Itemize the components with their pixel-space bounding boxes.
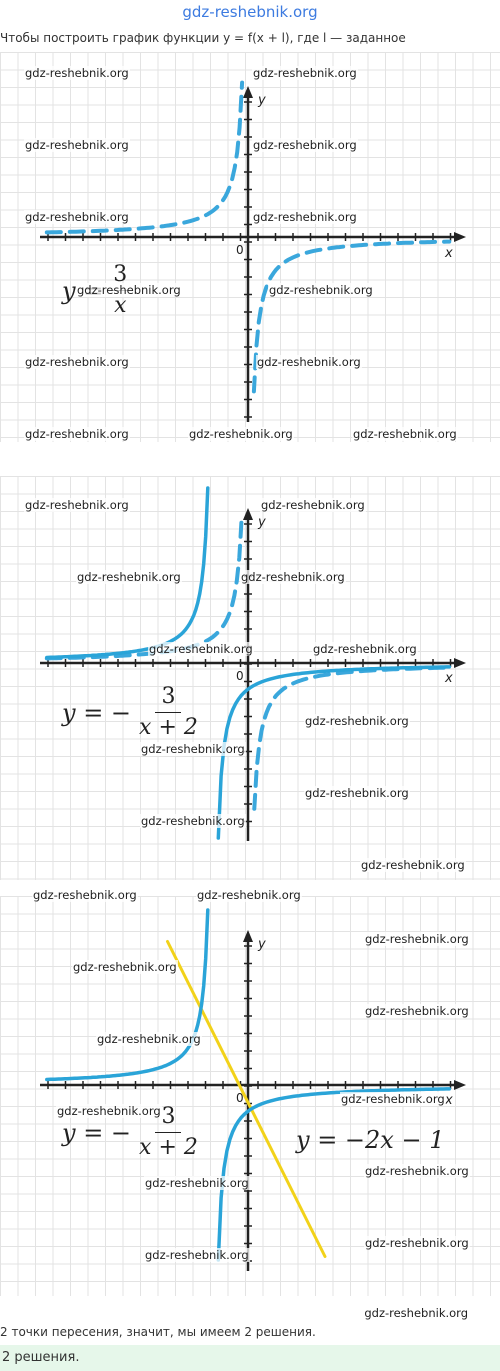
x-axis-arrow [454,658,466,668]
watermark: gdz-reshebnik.org [364,1164,470,1178]
curve-shifted-left-branch [45,486,210,660]
curve-shifted-left-branch [45,908,210,1082]
watermark: gdz-reshebnik.org [24,498,130,512]
watermark: gdz-reshebnik.org [24,355,130,369]
watermark: gdz-reshebnik.org [252,66,358,80]
y-axis-label: y [257,93,266,108]
curve-shifted-right-branch [216,1087,452,1262]
watermark: gdz-reshebnik.org [360,858,466,872]
answer-explanation: 2 точки пересения, значит, мы имеем 2 ре… [0,1325,316,1339]
curve-3-over-x-left [44,515,244,661]
watermark: gdz-reshebnik.org [140,742,246,756]
watermark: gdz-reshebnik.org [76,570,182,584]
watermark: gdz-reshebnik.org [240,570,346,584]
origin-label: 0 [236,243,244,257]
watermark: gdz-reshebnik.org [260,498,366,512]
intro-text: Чтобы построить график функции y = f(x +… [0,31,406,45]
y-axis-arrow [243,508,253,520]
watermark: gdz-reshebnik.org [268,283,374,297]
graph-2-svg: x y 0 [40,486,466,841]
watermark: gdz-reshebnik.org [304,714,410,728]
watermark: gdz-reshebnik.org [312,642,418,656]
watermark: gdz-reshebnik.org [252,138,358,152]
y-axis-arrow [243,86,253,98]
curve-shifted-right-branch [216,665,452,840]
watermark: gdz-reshebnik.org [24,210,130,224]
graph-panel-1: x y 0 y = 3 x gdz-reshebnik.org gdz-resh… [0,52,500,442]
formula-shifted: y = − 3 x + 2 [62,1104,198,1160]
watermark: gdz-reshebnik.org [144,1176,250,1190]
watermark: gdz-reshebnik.org [56,1104,162,1118]
watermark: gdz-reshebnik.org [148,642,254,656]
watermark: gdz-reshebnik.org [140,814,246,828]
curve-3-over-x-right [251,239,452,394]
x-axis-label: x [444,671,453,686]
graph-3-svg: x y 0 [40,908,466,1271]
graph-1-svg: x y 0 [40,80,466,422]
watermark: gdz-reshebnik.org [364,1306,468,1320]
watermark: gdz-reshebnik.org [24,66,130,80]
watermark: gdz-reshebnik.org [196,888,302,902]
formula-shifted: y = − 3 x + 2 [62,684,198,740]
watermark: gdz-reshebnik.org [364,1004,470,1018]
watermark: gdz-reshebnik.org [364,932,470,946]
x-axis-arrow [454,232,466,242]
x-axis-label: x [444,1093,453,1108]
graph-panel-3: x y 0 y = − 3 x + 2 y = −2x − 1 gdz-resh… [0,888,500,1296]
formula-line: y = −2x − 1 [296,1126,445,1154]
origin-label: 0 [236,1091,244,1105]
watermark: gdz-reshebnik.org [252,210,358,224]
watermark: gdz-reshebnik.org [32,888,138,902]
watermark: gdz-reshebnik.org [304,786,410,800]
watermark: gdz-reshebnik.org [364,1236,470,1250]
watermark: gdz-reshebnik.org [96,1032,202,1046]
watermark: gdz-reshebnik.org [352,427,458,441]
site-header[interactable]: gdz-reshebnik.org [182,3,318,21]
graph-panel-2: x y 0 y = − 3 x + 2 gdz-reshebnik.org gd… [0,476,500,880]
watermark: gdz-reshebnik.org [24,427,130,441]
y-axis-label: y [257,515,266,530]
watermark: gdz-reshebnik.org [144,1248,250,1262]
answer-box: 2 решения. [0,1345,500,1371]
origin-label: 0 [236,669,244,683]
y-axis-label: y [257,937,266,952]
curve-3-over-x-left [44,80,245,235]
watermark: gdz-reshebnik.org [24,138,130,152]
watermark: gdz-reshebnik.org [76,283,182,297]
watermark: gdz-reshebnik.org [340,1092,446,1106]
line-minus-2x-minus-1 [166,940,327,1258]
watermark: gdz-reshebnik.org [256,355,362,369]
watermark: gdz-reshebnik.org [188,427,294,441]
y-axis-arrow [243,930,253,942]
x-axis-arrow [454,1080,466,1090]
x-axis-label: x [444,246,453,261]
watermark: gdz-reshebnik.org [72,960,178,974]
